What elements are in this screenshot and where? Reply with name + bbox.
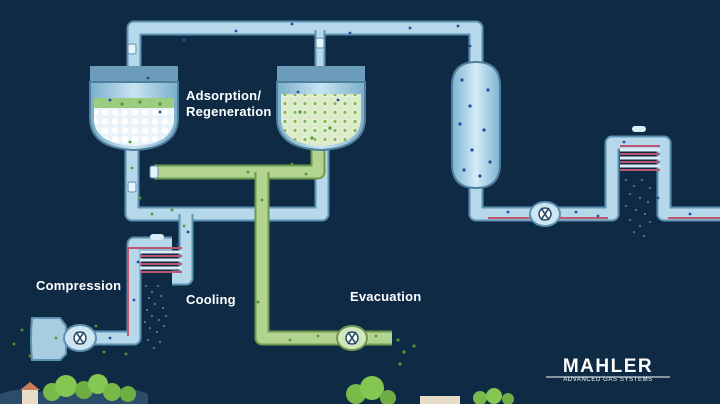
cooling-label: Cooling bbox=[186, 292, 236, 307]
buffer-column bbox=[451, 60, 501, 190]
top-header-pipe bbox=[126, 20, 484, 70]
adsorber-vessel-left bbox=[89, 66, 179, 152]
green-pipe-network bbox=[154, 144, 392, 346]
product-pump bbox=[529, 201, 561, 227]
cooler-left bbox=[140, 234, 182, 273]
cooling-spray-right bbox=[625, 179, 651, 237]
valves bbox=[127, 37, 325, 193]
compressor-pump bbox=[63, 324, 97, 352]
adsorber-vessel-right bbox=[276, 66, 366, 152]
brand-logo: MAHLER ADVANCED GAS SYSTEMS bbox=[546, 357, 670, 385]
compression-label: Compression bbox=[36, 278, 122, 293]
vacuum-pump bbox=[336, 325, 368, 351]
adsorption-label-line2: Regeneration bbox=[186, 104, 272, 119]
compressor-intake bbox=[30, 317, 67, 361]
cooler-right bbox=[620, 126, 660, 171]
brand-name: MAHLER bbox=[562, 356, 654, 377]
tree-line-left bbox=[0, 374, 148, 404]
green-gas-particles bbox=[12, 100, 416, 366]
evacuation-label: Evacuation bbox=[350, 289, 422, 304]
blue-gas-particles bbox=[108, 22, 692, 340]
brand-tagline: ADVANCED GAS SYSTEMS bbox=[563, 377, 653, 383]
cooling-spray-left bbox=[144, 285, 167, 349]
product-line-pipe bbox=[468, 135, 720, 222]
adsorption-label-line1: Adsorption/ bbox=[186, 88, 262, 103]
tree-line-right bbox=[346, 376, 514, 404]
